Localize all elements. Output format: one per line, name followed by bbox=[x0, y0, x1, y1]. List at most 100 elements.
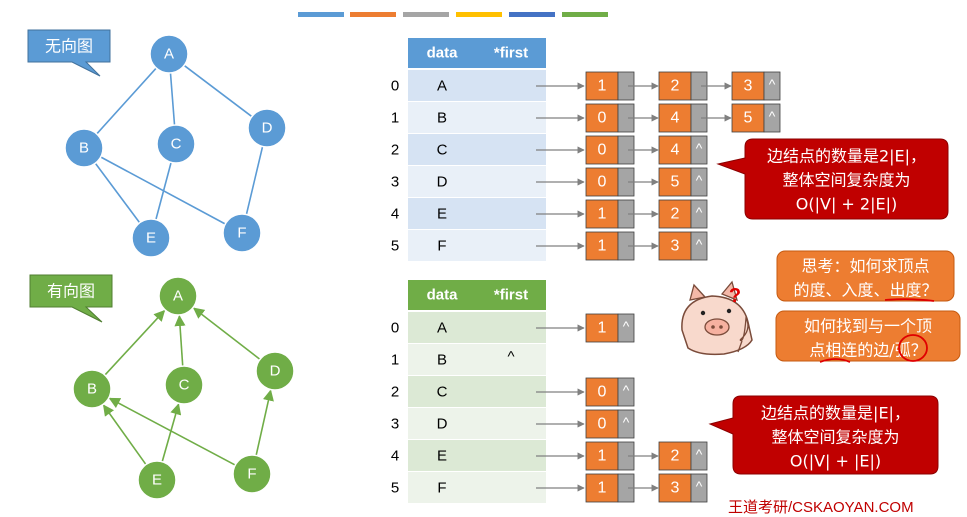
edge-node: 2^ bbox=[658, 441, 708, 471]
pig-nostril bbox=[719, 325, 723, 329]
directed-node-C: C bbox=[164, 365, 204, 405]
first-cell bbox=[476, 102, 546, 133]
vertex-data: B bbox=[437, 110, 447, 127]
node-label: D bbox=[262, 120, 273, 137]
pig-ear bbox=[689, 283, 707, 301]
row-index: 1 bbox=[391, 352, 399, 369]
edge-node-value: 1 bbox=[598, 480, 607, 497]
node-circle bbox=[164, 365, 204, 405]
edge-node: 1 bbox=[585, 199, 635, 229]
vertex-cell bbox=[408, 102, 476, 133]
edge-node-value: 5 bbox=[744, 110, 753, 127]
edge-node-vertex bbox=[585, 103, 619, 133]
first-cell bbox=[476, 472, 546, 503]
edge-node-vertex bbox=[658, 231, 692, 261]
first-cell bbox=[476, 344, 546, 375]
edge-node-value: 3 bbox=[671, 238, 680, 255]
edge-node: 3^ bbox=[731, 71, 781, 101]
edge-node-vertex bbox=[658, 71, 692, 101]
edge-node-value: 1 bbox=[598, 320, 607, 337]
edge-node: 0 bbox=[585, 103, 635, 133]
edge-node-vertex bbox=[585, 441, 619, 471]
vertex-data: E bbox=[437, 206, 447, 223]
edge-node-next bbox=[690, 473, 708, 503]
row-index: 3 bbox=[391, 416, 399, 433]
directed-arc-FB bbox=[108, 397, 236, 466]
edge-node-value: 0 bbox=[598, 110, 607, 127]
edge-node-null: ^ bbox=[696, 478, 703, 494]
undirected-edge-AB bbox=[96, 67, 157, 135]
pig-icon: ? bbox=[681, 280, 753, 356]
directed-label: 有向图 bbox=[29, 274, 113, 323]
directed-arc-BA bbox=[104, 309, 166, 376]
row-index: 2 bbox=[391, 384, 399, 401]
edge-node-value: 0 bbox=[598, 384, 607, 401]
edge-node: 4 bbox=[658, 103, 708, 133]
vertex-cell bbox=[408, 166, 476, 197]
callout-bubble bbox=[29, 274, 113, 323]
node-label: F bbox=[237, 225, 246, 242]
node-label: E bbox=[146, 230, 156, 247]
edge-node: 3^ bbox=[658, 231, 708, 261]
decor-bar bbox=[509, 12, 555, 17]
row-index: 5 bbox=[391, 480, 399, 497]
edge-node-value: 2 bbox=[671, 78, 680, 95]
row-index: 0 bbox=[391, 78, 399, 95]
table-header-cell bbox=[408, 38, 476, 68]
node-circle bbox=[156, 124, 196, 164]
pig-ear bbox=[720, 280, 738, 302]
first-cell bbox=[476, 70, 546, 101]
undirected-label: 无向图 bbox=[27, 29, 111, 77]
edge-node-value: 1 bbox=[598, 238, 607, 255]
row-index: 2 bbox=[391, 142, 399, 159]
vertex-data: C bbox=[437, 384, 448, 401]
edge-node: 2 bbox=[658, 71, 708, 101]
edge-node-value: 2 bbox=[671, 206, 680, 223]
table-header-label: *first bbox=[494, 287, 528, 304]
node-label: A bbox=[164, 46, 174, 63]
edge-node-vertex bbox=[731, 71, 765, 101]
first-cell bbox=[476, 440, 546, 471]
edge-node: 0^ bbox=[585, 409, 635, 439]
edge-node: 0 bbox=[585, 135, 635, 165]
edge-node-value: 0 bbox=[598, 142, 607, 159]
edge-node: 5^ bbox=[731, 103, 781, 133]
node-circle bbox=[131, 218, 171, 258]
underline-mark bbox=[884, 298, 935, 302]
pig-eye bbox=[700, 310, 706, 316]
vertex-cell bbox=[408, 134, 476, 165]
undirected-node-A: A bbox=[149, 34, 189, 74]
node-circle bbox=[64, 128, 104, 168]
vertex-data: B bbox=[437, 352, 447, 369]
edge-node-next bbox=[617, 409, 635, 439]
edge-node-value: 2 bbox=[671, 448, 680, 465]
edge-node-null: ^ bbox=[623, 382, 630, 398]
edge-node-value: 3 bbox=[671, 480, 680, 497]
note-line: 整体空间复杂度为 bbox=[782, 171, 910, 190]
directed-node-E: E bbox=[137, 460, 177, 500]
row-index: 5 bbox=[391, 238, 399, 255]
pig-nostril bbox=[711, 325, 715, 329]
pig-eye bbox=[726, 308, 732, 314]
callout-label: 无向图 bbox=[45, 37, 93, 56]
note-line: 整体空间复杂度为 bbox=[771, 428, 899, 447]
edge-node-vertex bbox=[585, 409, 619, 439]
edge-node-value: 3 bbox=[744, 78, 753, 95]
edge-node-vertex bbox=[585, 473, 619, 503]
node-circle bbox=[72, 369, 112, 409]
edge-node-next bbox=[617, 313, 635, 343]
edge-node: 1 bbox=[585, 71, 635, 101]
question-mark: ? bbox=[729, 285, 741, 307]
node-label: D bbox=[270, 363, 281, 380]
decor-bar bbox=[562, 12, 608, 17]
note-line: 边结点的数量是2|E|， bbox=[767, 147, 926, 166]
vertex-cell bbox=[408, 344, 476, 375]
undirected-node-F: F bbox=[222, 213, 262, 253]
question-line: 点相连的边/弧？ bbox=[809, 341, 926, 360]
undirected-node-C: C bbox=[156, 124, 196, 164]
